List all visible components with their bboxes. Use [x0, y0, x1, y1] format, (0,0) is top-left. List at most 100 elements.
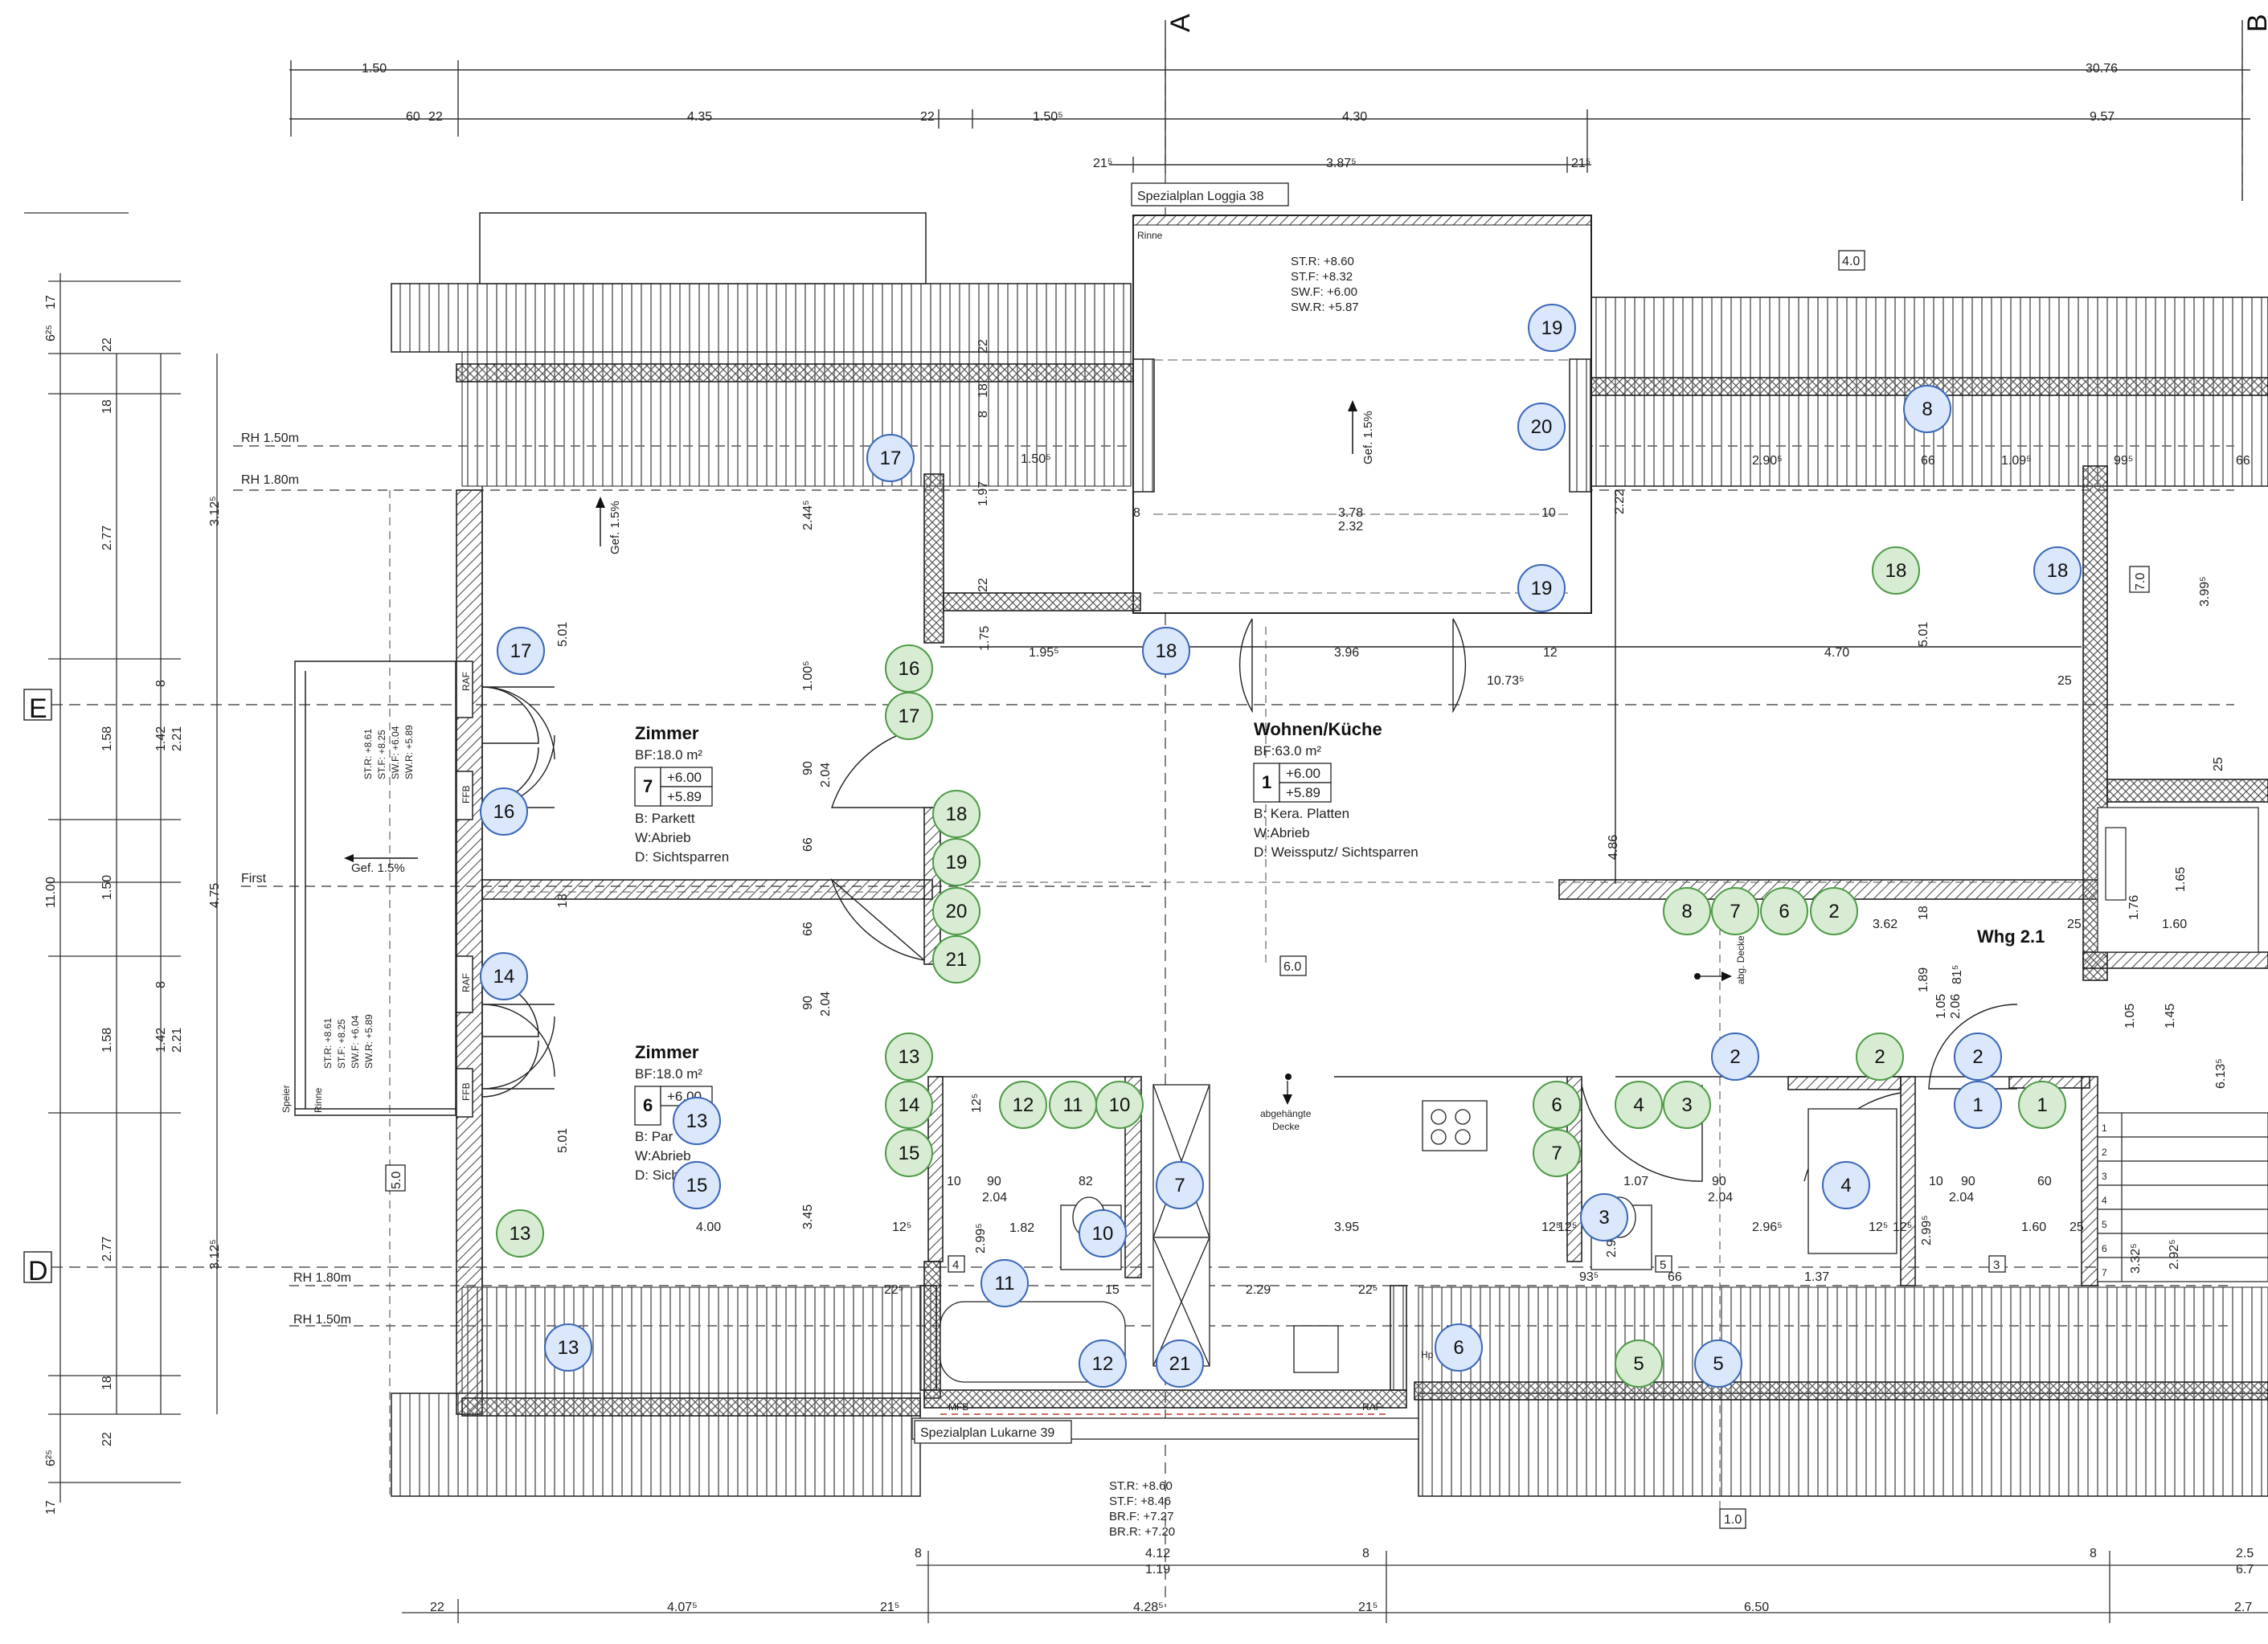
room-wohnen-floor: B: Kera. Platten — [1254, 806, 1349, 821]
dim-top-2-5: 4.30 — [1342, 110, 1367, 124]
loggia-dim-6: 1.97 — [976, 481, 990, 506]
blue-marker-label: 20 — [1531, 416, 1553, 438]
green-marker-label: 14 — [899, 1094, 920, 1116]
svg-text:3: 3 — [2102, 1171, 2107, 1182]
bottom-dimension-chain — [402, 1551, 2268, 1623]
level-rh150-bottom: RH 1.50m — [293, 1313, 351, 1327]
svg-text:99⁵: 99⁵ — [2114, 454, 2133, 468]
green-marker-circle — [1872, 546, 1920, 595]
blue-marker-14: 14 — [480, 952, 528, 1000]
green-marker-16: 16 — [885, 644, 933, 693]
green-marker-label: 20 — [946, 901, 968, 922]
green-marker-label: 6 — [1779, 901, 1789, 922]
blue-marker-label: 3 — [1599, 1207, 1609, 1229]
svg-text:4.00: 4.00 — [696, 1221, 721, 1234]
balcony-upper-level-3: SW.R: +5.89 — [403, 725, 415, 779]
bottom-dim-upper-3: 8 — [1362, 1547, 1369, 1560]
left-dim-3: 18 — [100, 399, 114, 414]
room-zimmer6-wall: W:Abrieb — [635, 1148, 691, 1163]
left-dim-1: 17 — [44, 295, 58, 309]
green-marker-circle — [2018, 1081, 2066, 1129]
svg-text:1.09⁵: 1.09⁵ — [2001, 454, 2032, 468]
blue-marker-label: 18 — [1156, 640, 1177, 662]
bottom-dim-upper-2: 1.19 — [1145, 1563, 1170, 1577]
bottom-dim-1: 4.07⁵ — [667, 1601, 698, 1614]
room-wohnen-wall: W:Abrieb — [1254, 825, 1310, 840]
svg-text:5.01: 5.01 — [556, 1128, 570, 1153]
balcony-raf-upper: RAF — [461, 672, 472, 691]
dim-top-3-0: 21⁵ — [1093, 157, 1112, 170]
bottom-dim-3: 4.28⁵ — [1133, 1601, 1164, 1614]
green-marker-13: 13 — [496, 1209, 544, 1258]
svg-text:66: 66 — [801, 922, 815, 936]
blue-marker-6: 6 — [1435, 1323, 1483, 1372]
green-marker-6: 6 — [1533, 1081, 1581, 1129]
svg-text:7: 7 — [2102, 1267, 2107, 1278]
green-marker-2: 2 — [1810, 887, 1858, 935]
blue-marker-circle — [1517, 564, 1566, 612]
green-marker-circle — [1663, 1081, 1711, 1129]
blue-marker-circle — [1903, 385, 1951, 433]
blue-marker-circle — [1079, 1339, 1127, 1388]
svg-text:4.70: 4.70 — [1824, 646, 1849, 660]
green-marker-circle — [932, 935, 980, 984]
svg-text:12⁵: 12⁵ — [1558, 1221, 1577, 1234]
green-marker-label: 1 — [2037, 1094, 2047, 1116]
blue-marker-label: 2 — [1730, 1046, 1740, 1068]
green-marker-label: 7 — [1730, 901, 1740, 922]
svg-text:2.04: 2.04 — [819, 992, 833, 1016]
blue-marker-label: 12 — [1092, 1353, 1114, 1375]
blue-marker-label: 17 — [880, 448, 902, 469]
room-zimmer6-area: BF:18.0 m² — [635, 1066, 702, 1082]
left-dim-4: 2.77 — [100, 526, 114, 550]
green-marker-label: 15 — [899, 1143, 920, 1164]
blue-marker-18: 18 — [2033, 546, 2082, 595]
green-marker-12: 12 — [999, 1081, 1047, 1129]
room-zimmer7-floor: B: Parkett — [635, 811, 695, 826]
svg-text:3.45: 3.45 — [801, 1204, 815, 1229]
svg-text:2.90⁵: 2.90⁵ — [1752, 454, 1783, 468]
blue-marker-label: 7 — [1174, 1175, 1185, 1196]
room-wohnen-level-bottom: +5.89 — [1286, 785, 1320, 800]
svg-text:25: 25 — [2057, 674, 2072, 688]
green-marker-circle — [1856, 1033, 1904, 1081]
loggia-dim-0: 8 — [1133, 506, 1140, 520]
svg-text:2.06: 2.06 — [1949, 994, 1963, 1019]
blue-marker-circle — [1156, 1339, 1204, 1388]
balcony-rinne: Rinne — [313, 1087, 324, 1113]
svg-text:4.0: 4.0 — [1842, 255, 1860, 268]
green-marker-label: 16 — [899, 658, 920, 680]
blue-marker-circle — [1694, 1339, 1742, 1388]
svg-text:6: 6 — [2102, 1243, 2107, 1254]
room-zimmer6-number: 6 — [643, 1095, 653, 1115]
blue-marker-4: 4 — [1822, 1161, 1870, 1209]
bottom-dim-5: 6.50 — [1744, 1601, 1769, 1614]
svg-text:Decke: Decke — [1272, 1121, 1300, 1132]
blue-marker-label: 19 — [1541, 317, 1563, 339]
dim-top-2-0: 60 — [406, 110, 420, 124]
bottom-dim-upper-4: 8 — [2090, 1547, 2097, 1560]
dim-top-2-6: 9.57 — [2090, 110, 2114, 124]
svg-text:3.95: 3.95 — [1334, 1221, 1359, 1234]
dim-top-2-2: 4.35 — [687, 110, 712, 124]
svg-text:1.75: 1.75 — [978, 626, 992, 651]
svg-text:Hp: Hp — [1421, 1349, 1434, 1360]
svg-text:2.96⁵: 2.96⁵ — [1752, 1221, 1783, 1234]
blue-marker-7: 7 — [1156, 1161, 1204, 1209]
blue-marker-circle — [1954, 1033, 2002, 1081]
svg-text:82: 82 — [1079, 1175, 1093, 1188]
room-wohnen-title: Wohnen/Küche — [1254, 719, 1382, 739]
svg-text:3.32⁵: 3.32⁵ — [2129, 1243, 2143, 1274]
blue-marker-label: 2 — [1972, 1046, 1983, 1068]
green-marker-label: 13 — [510, 1223, 531, 1245]
green-marker-13: 13 — [885, 1033, 933, 1081]
svg-text:81⁵: 81⁵ — [1951, 965, 1964, 984]
blue-marker-circle — [1079, 1209, 1127, 1258]
blue-marker-8: 8 — [1903, 385, 1951, 433]
room-zimmer7-level-top: +6.00 — [667, 770, 702, 785]
svg-text:90: 90 — [801, 761, 815, 775]
blue-marker-10: 10 — [1079, 1209, 1127, 1258]
svg-text:1.00⁵: 1.00⁵ — [801, 660, 815, 691]
svg-text:3.62: 3.62 — [1873, 918, 1898, 931]
